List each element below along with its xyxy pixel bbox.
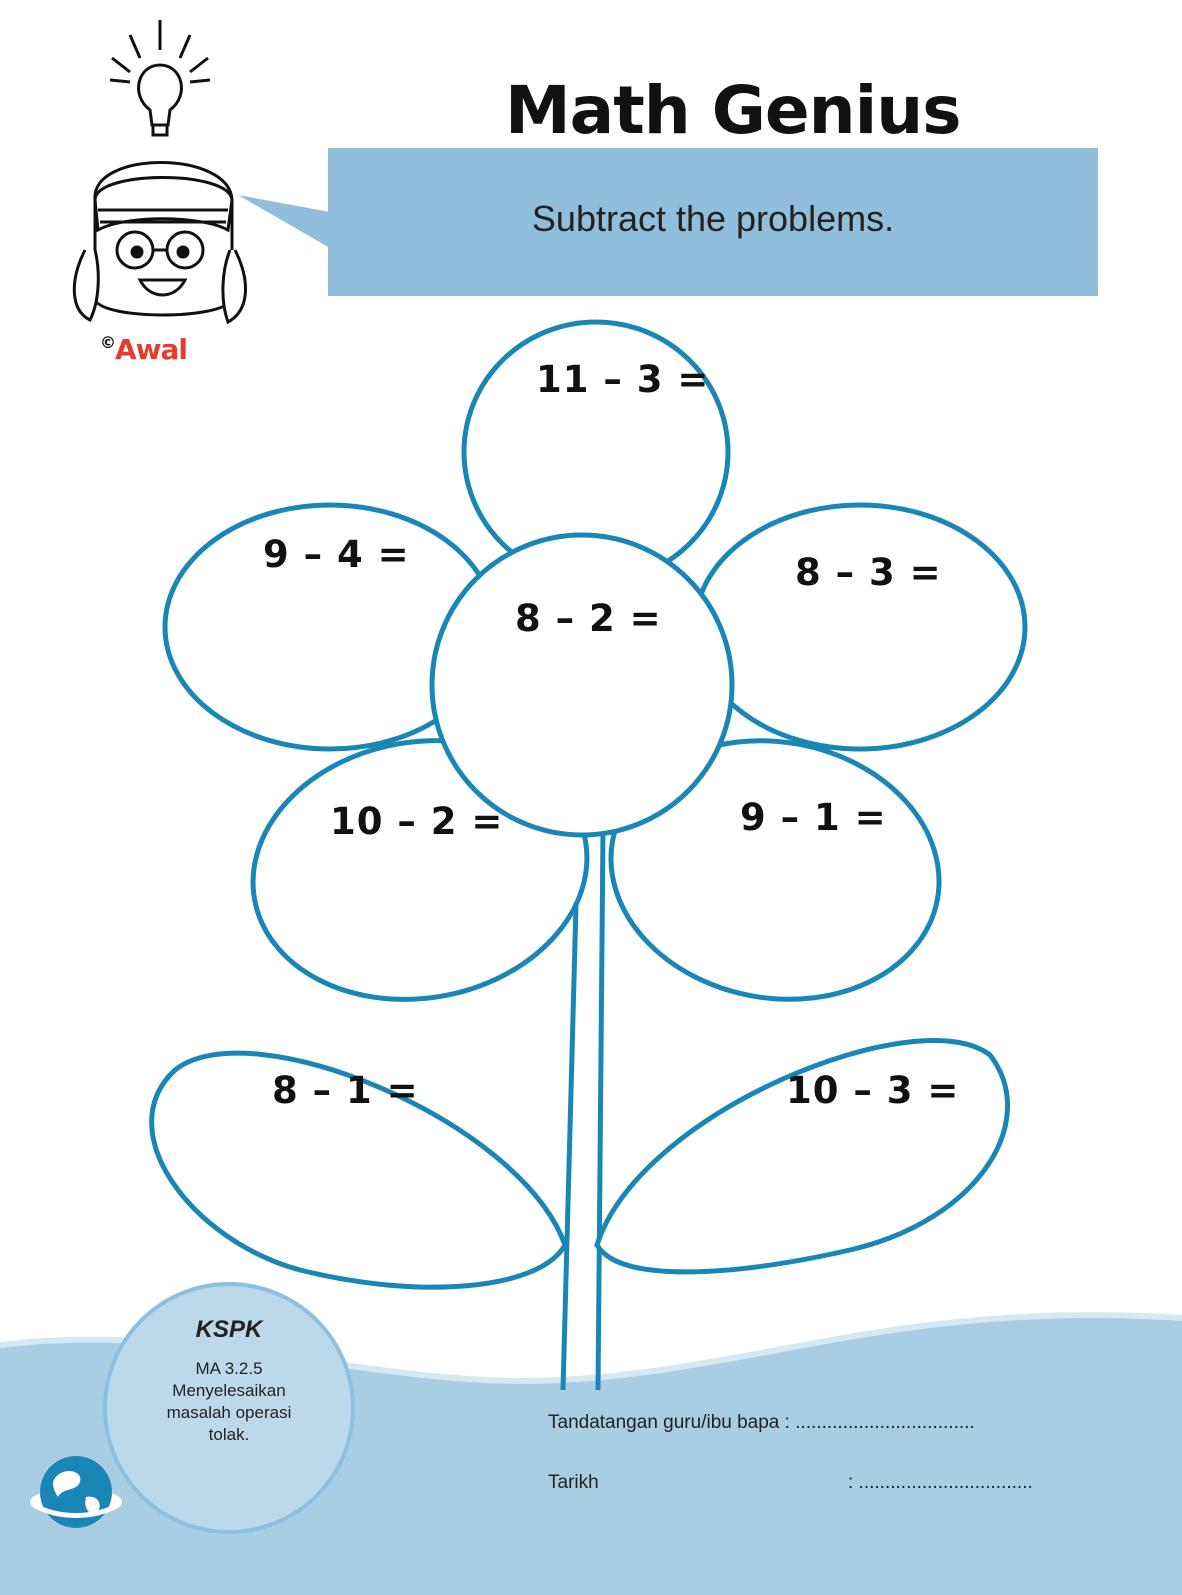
problem-10-3: 10 – 3 = — [786, 1069, 960, 1112]
kspk-badge: KSPK MA 3.2.5 Menyelesaikan masalah oper… — [103, 1282, 355, 1534]
leaf-left — [149, 1050, 568, 1290]
light-bulb-icon — [109, 20, 211, 137]
awal-logo: ©Awal — [100, 333, 188, 366]
flower-center — [429, 532, 735, 838]
flower-stem — [560, 829, 606, 1391]
problem-8-1: 8 – 1 = — [272, 1069, 419, 1112]
problem-8-2: 8 – 2 = — [515, 597, 662, 640]
problem-10-2: 10 – 2 = — [330, 800, 504, 843]
kspk-description: MA 3.2.5 Menyelesaikan masalah operasi t… — [107, 1358, 351, 1446]
problem-8-3: 8 – 3 = — [795, 551, 942, 594]
globe-icon — [30, 1456, 122, 1528]
petal-upper-right — [692, 502, 1028, 752]
problem-11-3: 11 – 3 = — [536, 358, 710, 401]
problem-9-4: 9 – 4 = — [263, 533, 410, 576]
petal-lower-right — [608, 738, 942, 1002]
mascot-head — [72, 161, 247, 325]
problem-9-1: 9 – 1 = — [740, 796, 887, 839]
kspk-line-3: masalah operasi — [166, 1403, 292, 1422]
instruction-text: Subtract the problems. — [531, 198, 895, 239]
page-title: Math Genius — [505, 72, 962, 149]
date-line: : ................................. — [848, 1472, 1033, 1493]
logo-name: Awal — [115, 333, 188, 366]
instruction-banner: Subtract the problems. — [328, 148, 1098, 296]
leaf-right — [594, 1038, 1010, 1275]
kspk-line-1: MA 3.2.5 — [195, 1359, 263, 1378]
mascot-illustration — [72, 20, 330, 325]
kspk-title: KSPK — [195, 1316, 263, 1343]
date-label: Tarikh — [548, 1472, 599, 1493]
copyright-symbol: © — [100, 333, 116, 352]
signature-line: Tandatangan guru/ibu bapa : ............… — [548, 1412, 975, 1433]
kspk-line-4: tolak. — [208, 1425, 250, 1444]
kspk-line-2: Menyelesaikan — [172, 1381, 286, 1400]
